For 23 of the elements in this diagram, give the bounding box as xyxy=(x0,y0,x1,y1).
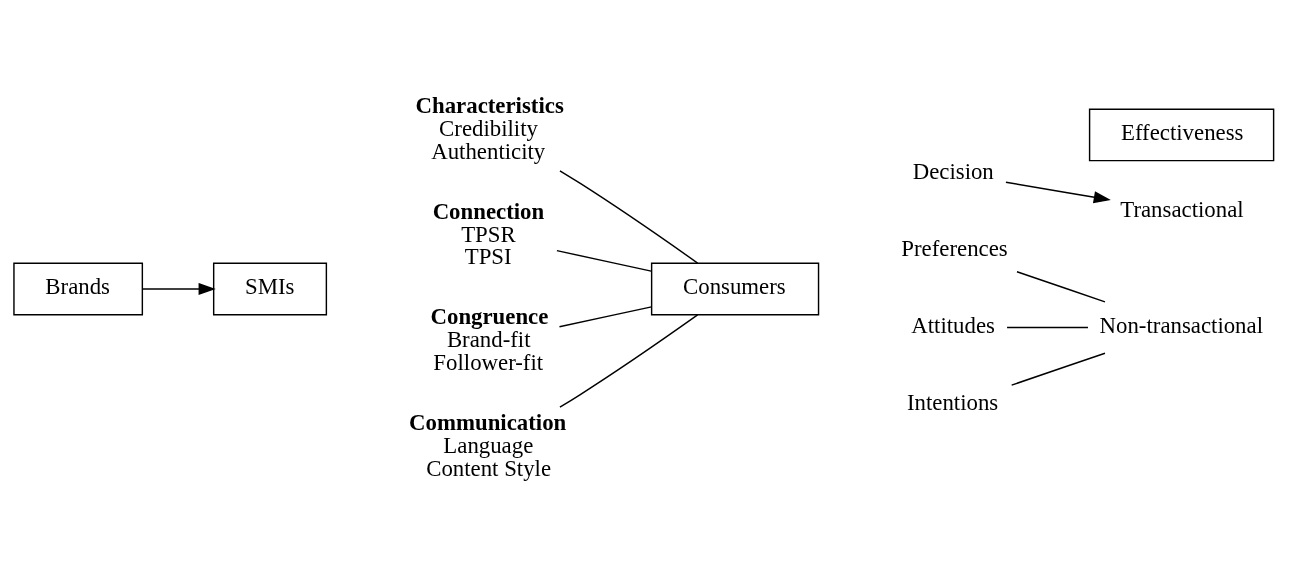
arrow xyxy=(141,282,216,295)
node-box: Effectiveness xyxy=(1088,108,1275,161)
node-box: Brands xyxy=(13,262,144,315)
node-text: Congruence Brand-fit Follower-fit xyxy=(430,303,549,375)
node-box: SMIs xyxy=(212,262,328,315)
connector xyxy=(1010,352,1106,386)
node-text: Transactional xyxy=(1120,196,1244,222)
connector xyxy=(1006,326,1089,328)
connector xyxy=(1016,270,1106,303)
connector xyxy=(558,305,653,327)
node-text: Non-transactional xyxy=(1099,312,1264,338)
node-text: Communication Language Content Style xyxy=(409,409,567,481)
connector xyxy=(559,169,699,264)
connector xyxy=(559,313,699,408)
node-text: Characteristics Credibility Authenticity xyxy=(415,92,564,164)
arrow xyxy=(1005,180,1111,203)
connector xyxy=(556,249,652,272)
node-box: Consumers xyxy=(650,262,820,315)
node-text: Connection TPSR TPSI xyxy=(432,198,545,269)
node-text: Intentions xyxy=(906,389,999,415)
node-text: Decision xyxy=(912,158,994,184)
node-text: Preferences xyxy=(901,235,1008,261)
node-text: Attitudes xyxy=(911,312,995,338)
